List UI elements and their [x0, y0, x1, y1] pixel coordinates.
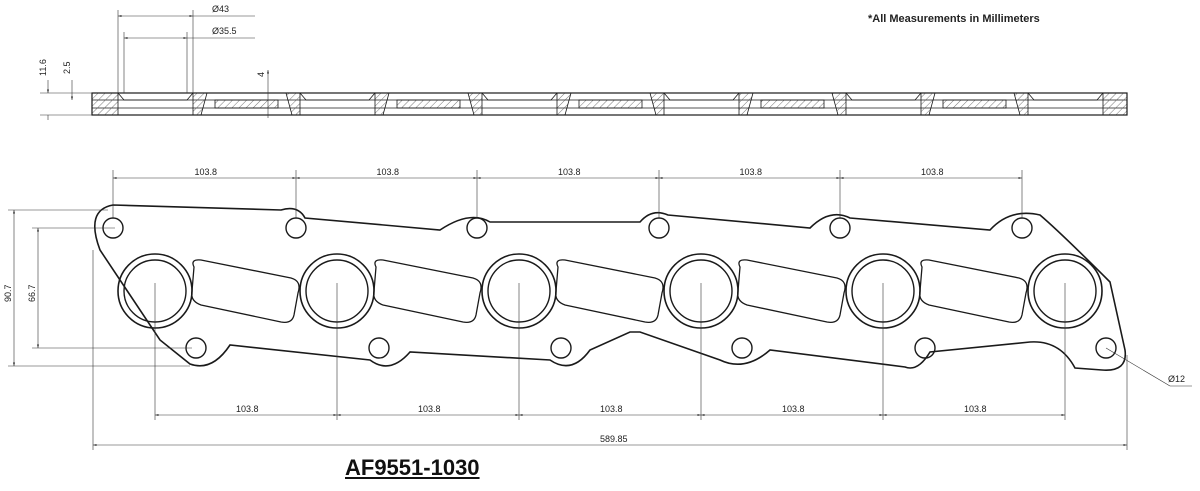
bolt-hole-top: [829, 217, 851, 239]
top-pitch-label: 103.8: [377, 167, 400, 177]
bottom-pitch-label: 103.8: [600, 404, 623, 414]
plate-thickness-label: 2.5: [62, 61, 72, 74]
bolt-hole-top: [1011, 217, 1033, 239]
port-inner-diameter-label: Ø35.5: [212, 26, 237, 36]
part-number: AF9551-1030: [345, 455, 480, 480]
thickness-label: 11.6: [38, 59, 48, 76]
cooling-slot: [191, 259, 300, 323]
bottom-pitch-label: 103.8: [782, 404, 805, 414]
cooling-slot: [737, 259, 846, 323]
bolt-hole-diameter-label: Ø12: [1168, 374, 1185, 384]
bolt-hole-top: [648, 217, 670, 239]
front-view: 103.8 103.8 103.8 103.8 103.8 103.8 103.8 103.8…: [3, 167, 1192, 450]
bolt-hole-bottom: [1095, 337, 1117, 359]
cooling-slot: [373, 259, 482, 323]
top-pitch-label: 103.8: [195, 167, 218, 177]
bottom-pitch-label: 103.8: [418, 404, 441, 414]
top-pitch-label: 103.8: [740, 167, 763, 177]
side-view: Ø43 Ø35.5 4 11.6 2.5: [38, 4, 1128, 120]
bottom-pitch-label: 103.8: [964, 404, 987, 414]
bolt-hole-top: [285, 217, 307, 239]
bolt-hole-bottom: [914, 337, 936, 359]
top-pitch-label: 103.8: [921, 167, 944, 177]
bolt-hole-top: [466, 217, 488, 239]
cooling-slot: [919, 259, 1028, 323]
bolt-hole-bottom: [368, 337, 390, 359]
overall-length-label: 589.85: [600, 434, 628, 444]
units-note: *All Measurements in Millimeters: [868, 13, 1040, 25]
gasket-outline: [93, 204, 1127, 371]
bottom-pitch-label: 103.8: [236, 404, 259, 414]
height-lower-label: 66.7: [27, 284, 37, 302]
cooling-slot: [555, 259, 664, 323]
bolt-hole-bottom: [550, 337, 572, 359]
insert-thickness-label: 4: [256, 72, 266, 77]
top-pitch-label: 103.8: [558, 167, 581, 177]
height-total-label: 90.7: [3, 284, 13, 302]
bolt-hole-bottom: [731, 337, 753, 359]
port-outer-diameter-label: Ø43: [212, 4, 229, 14]
